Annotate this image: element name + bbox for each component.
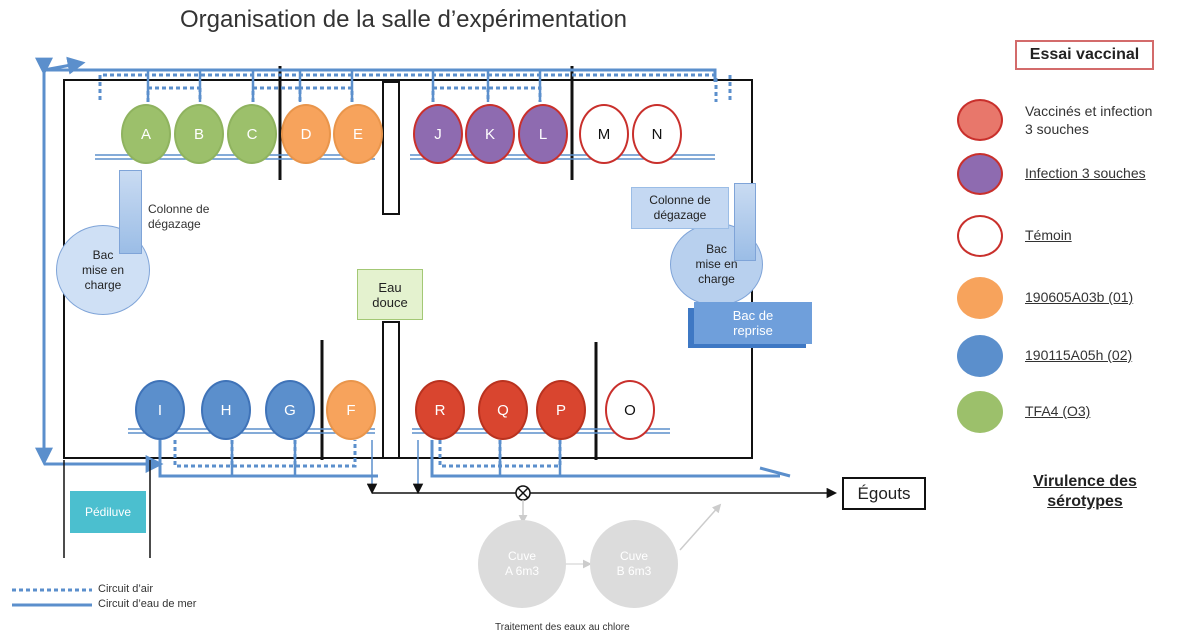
- tank-l: L: [518, 104, 568, 164]
- egouts-box: Égouts: [842, 477, 926, 510]
- tank-k: K: [465, 104, 515, 164]
- right-colonne-label: Colonne de dégazage: [631, 187, 729, 229]
- legend-eau-label: Circuit d’eau de mer: [98, 598, 197, 610]
- tank-n: N: [632, 104, 682, 164]
- divider-bottom: [382, 321, 400, 459]
- essai-vaccinal-title: Essai vaccinal: [1015, 40, 1154, 70]
- legend-label-infection: Infection 3 souches: [1025, 165, 1146, 181]
- legend-swatch-vaccinated: [957, 99, 1003, 141]
- bac-de-reprise: Bac de reprise: [694, 302, 812, 344]
- legend-label-temoin: Témoin: [1025, 227, 1072, 243]
- tank-m: M: [579, 104, 629, 164]
- tank-q: Q: [478, 380, 528, 440]
- tank-c: C: [227, 104, 277, 164]
- legend-label-strain_01: 190605A03b (01): [1025, 289, 1134, 305]
- left-bac-mise-en-charge: Bac mise en charge: [56, 225, 150, 315]
- left-degassing-column-front: [119, 170, 142, 254]
- legend-swatch-infection: [957, 153, 1003, 195]
- tank-r: R: [415, 380, 465, 440]
- tank-i: I: [135, 380, 185, 440]
- legend-label-strain_03: TFA4 (O3): [1025, 403, 1091, 419]
- divider-top: [382, 81, 400, 215]
- cuve-a: Cuve A 6m3: [478, 520, 566, 608]
- tank-e: E: [333, 104, 383, 164]
- eau-douce-box: Eau douce: [357, 269, 423, 320]
- tank-p: P: [536, 380, 586, 440]
- left-colonne-label: Colonne de dégazage: [148, 202, 210, 231]
- tank-f: F: [326, 380, 376, 440]
- tank-a: A: [121, 104, 171, 164]
- cuve-b: Cuve B 6m3: [590, 520, 678, 608]
- legend-swatch-temoin: [957, 215, 1003, 257]
- pediluve-box: Pédiluve: [70, 491, 146, 533]
- tank-d: D: [281, 104, 331, 164]
- traitement-label: Traitement des eaux au chlore: [495, 622, 630, 633]
- legend-swatch-strain_03: [957, 391, 1003, 433]
- legend-label-vaccinated: Vaccinés et infection 3 souches: [1025, 103, 1153, 137]
- legend-label-strain_02: 190115A05h (02): [1025, 347, 1133, 363]
- legend-swatch-strain_01: [957, 277, 1003, 319]
- tank-g: G: [265, 380, 315, 440]
- legend-air-label: Circuit d’air: [98, 583, 154, 595]
- tank-b: B: [174, 104, 224, 164]
- page-title: Organisation de la salle d’expérimentati…: [180, 6, 627, 33]
- tank-j: J: [413, 104, 463, 164]
- tank-h: H: [201, 380, 251, 440]
- virulence-label: Virulence des sérotypes: [1033, 473, 1137, 510]
- right-degassing-column: [734, 183, 756, 261]
- legend-swatch-strain_02: [957, 335, 1003, 377]
- tank-o: O: [605, 380, 655, 440]
- air-circuit-top: [98, 73, 718, 102]
